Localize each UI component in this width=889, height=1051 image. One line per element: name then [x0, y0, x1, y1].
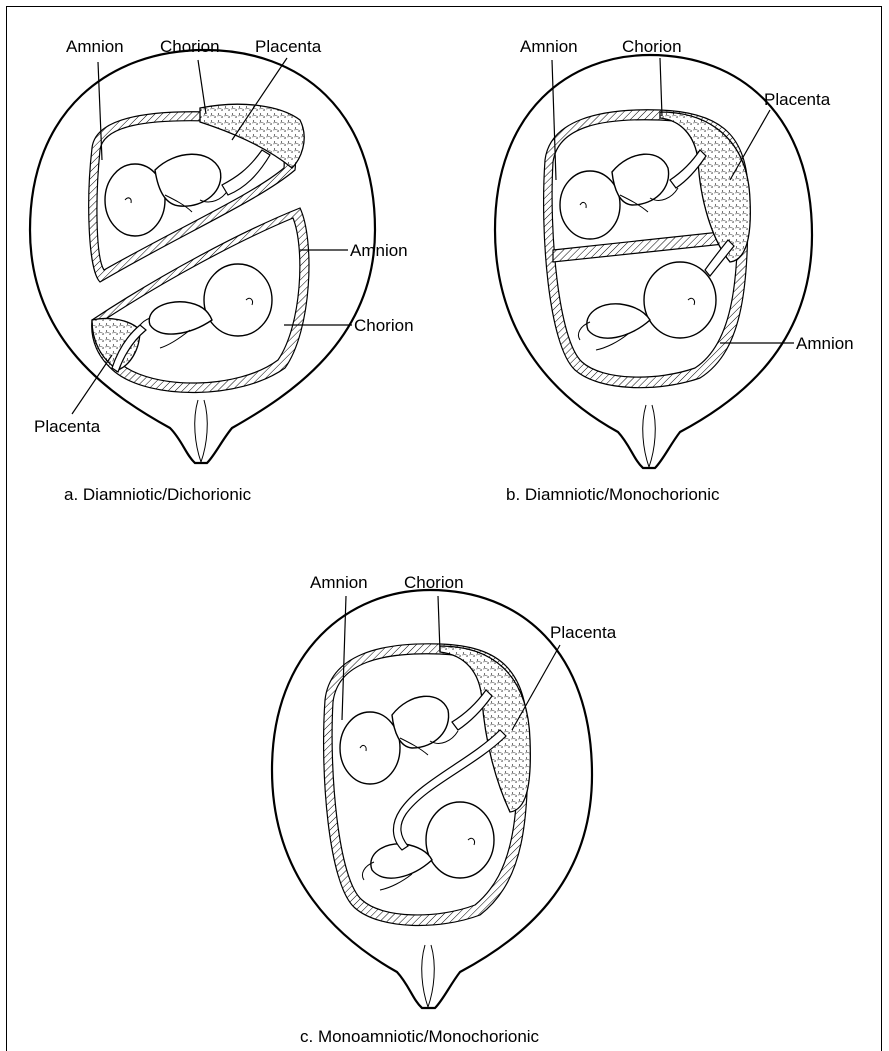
label-placenta-right-c: Placenta — [550, 623, 617, 642]
label-amnion-top-b: Amnion — [520, 37, 578, 56]
label-amnion-right-a: Amnion — [350, 241, 408, 260]
label-placenta-bottom-a: Placenta — [34, 417, 101, 436]
label-amnion-right-b: Amnion — [796, 334, 854, 353]
label-chorion-top-c: Chorion — [404, 573, 464, 592]
panel-c: Amnion Chorion Placenta c. Monoamniotic/… — [272, 573, 617, 1046]
label-placenta-top-a: Placenta — [255, 37, 322, 56]
panel-a: Amnion Chorion Placenta Amnion Chorion P… — [30, 37, 414, 504]
caption-b: b. Diamniotic/Monochorionic — [506, 485, 720, 504]
caption-a: a. Diamniotic/Dichorionic — [64, 485, 252, 504]
caption-c: c. Monoamniotic/Monochorionic — [300, 1027, 540, 1046]
label-amnion-top-a: Amnion — [66, 37, 124, 56]
label-placenta-right-b: Placenta — [764, 90, 831, 109]
label-chorion-top-b: Chorion — [622, 37, 682, 56]
panel-b: Amnion Chorion Placenta Amnion b. Diamni… — [495, 37, 854, 504]
label-chorion-top-a: Chorion — [160, 37, 220, 56]
label-chorion-right-a: Chorion — [354, 316, 414, 335]
label-amnion-top-c: Amnion — [310, 573, 368, 592]
